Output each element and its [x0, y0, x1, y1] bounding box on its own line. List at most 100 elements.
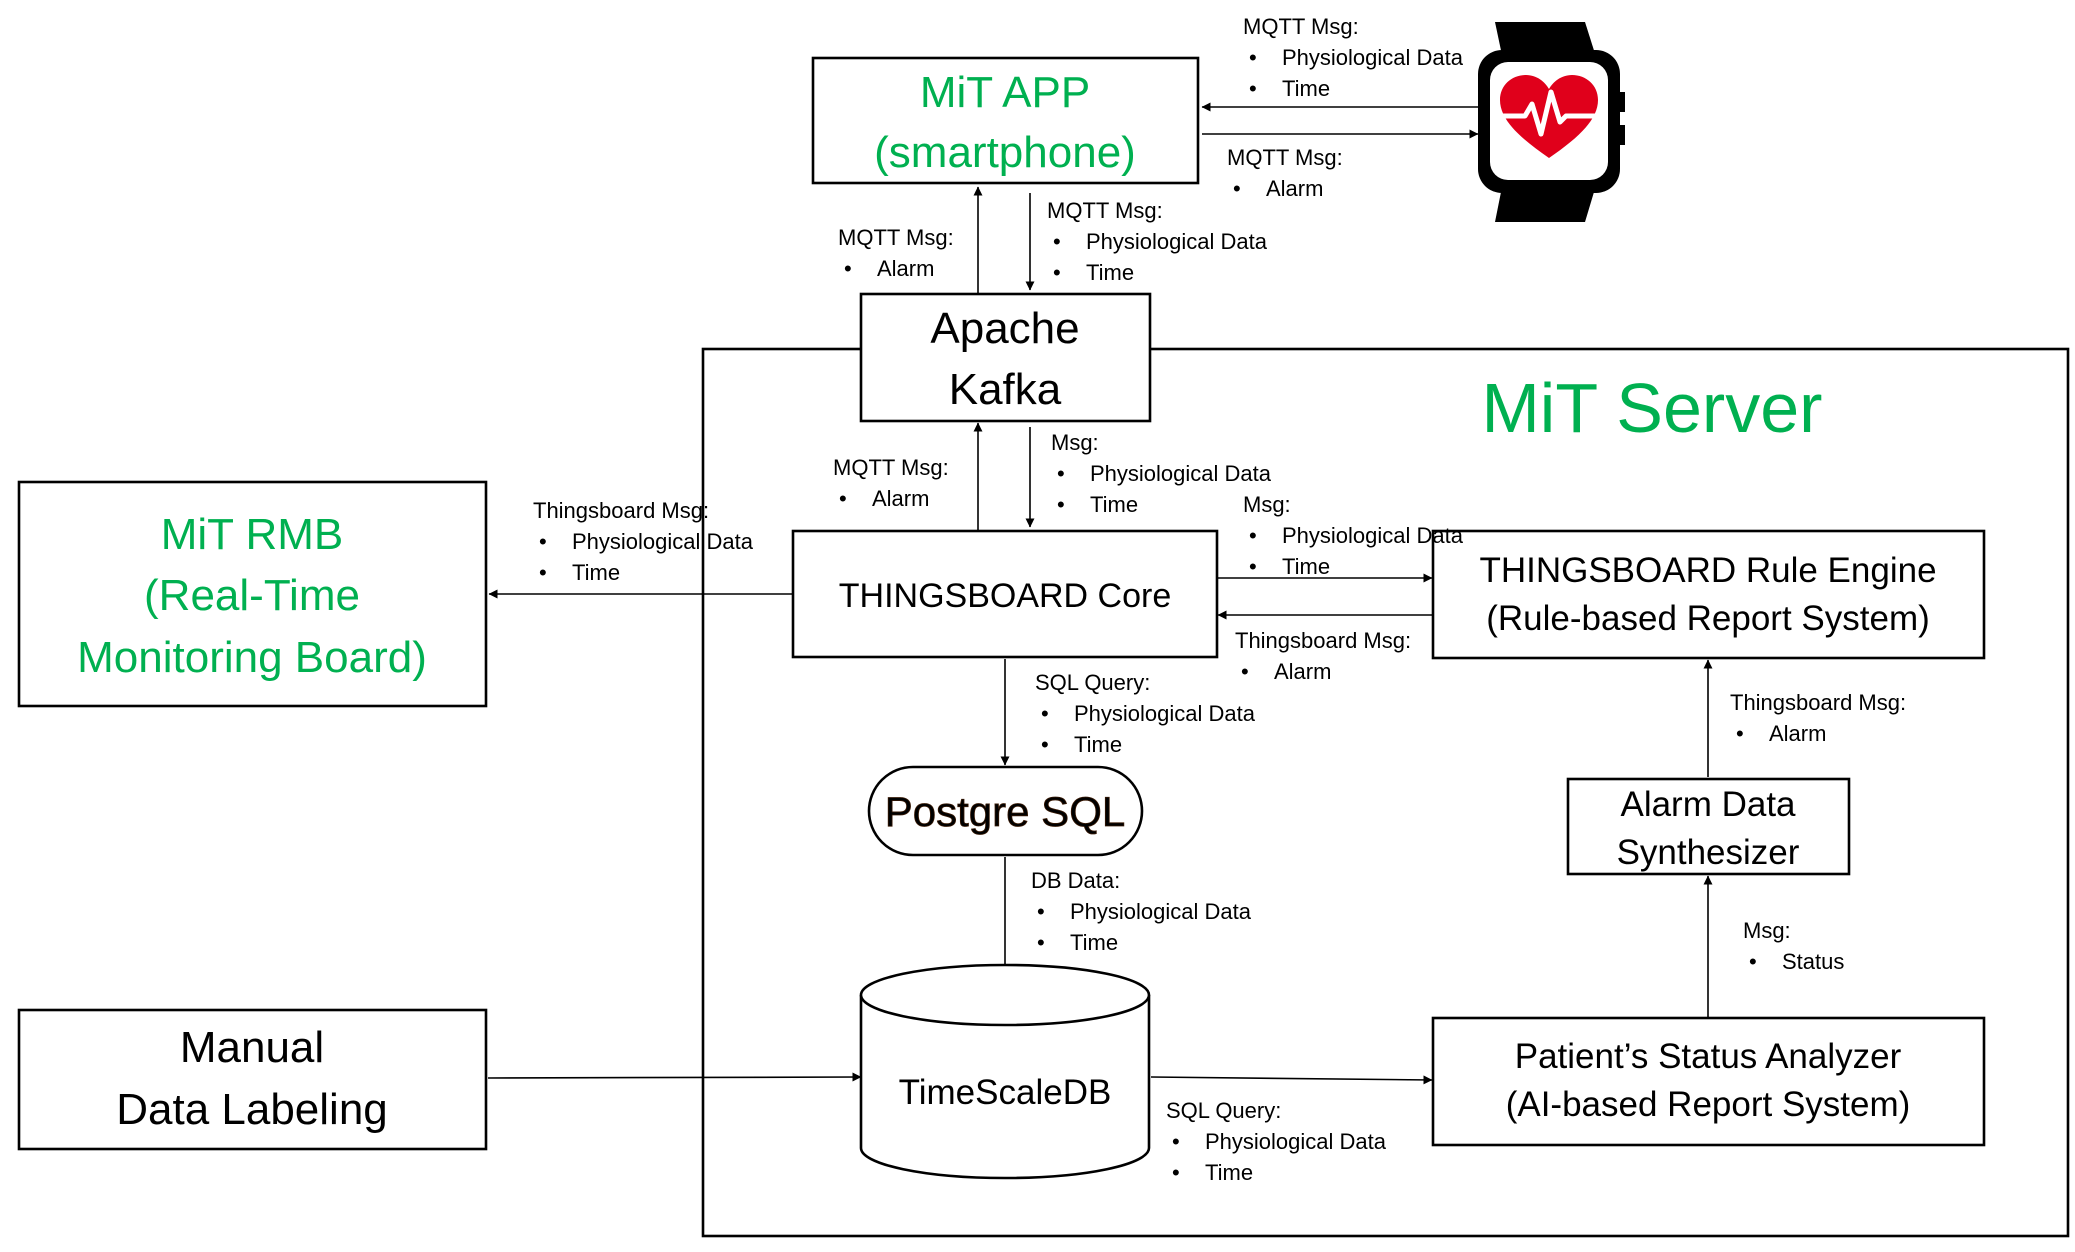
bullet-glyph: •: [1249, 45, 1257, 70]
label-item: Alarm: [872, 486, 929, 511]
label-title: MQTT Msg:: [833, 455, 949, 480]
arrow-manual-to-timescale: [487, 1072, 862, 1082]
arrow-timescale-to-analyzer: [1150, 1075, 1433, 1085]
bullet-glyph: •: [1041, 701, 1049, 726]
label-app-to-watch: MQTT Msg: • Alarm: [1227, 145, 1343, 201]
label-item: Time: [1090, 492, 1138, 517]
label-item: Time: [1086, 260, 1134, 285]
label-item: Time: [1205, 1160, 1253, 1185]
node-manual-data-labeling: Manual Data Labeling: [17, 1008, 488, 1151]
bullet-glyph: •: [1249, 76, 1257, 101]
bullet-glyph: •: [1241, 659, 1249, 684]
bullet-glyph: •: [844, 256, 852, 281]
kafka-label-line2: Kafka: [949, 365, 1062, 414]
label-title: SQL Query:: [1035, 670, 1150, 695]
label-title: Msg:: [1243, 492, 1291, 517]
label-item: Alarm: [1274, 659, 1331, 684]
tb-rule-label-line1: THINGSBOARD Rule Engine: [1479, 551, 1936, 590]
label-item: Alarm: [1769, 721, 1826, 746]
heart-icon: [1500, 75, 1598, 158]
bullet-glyph: •: [539, 560, 547, 585]
label-item: Physiological Data: [1282, 45, 1464, 70]
label-title: MQTT Msg:: [1227, 145, 1343, 170]
label-item: Physiological Data: [572, 529, 754, 554]
label-title: Thingsboard Msg:: [1730, 690, 1906, 715]
manual-label-line1: Manual: [180, 1023, 324, 1072]
label-title: MQTT Msg:: [838, 225, 954, 250]
label-item: Status: [1782, 949, 1844, 974]
label-watch-to-app: MQTT Msg:•Physiological Data•Time: [1243, 14, 1464, 101]
node-mit-rmb: MiT RMB (Real-Time Monitoring Board): [17, 480, 488, 708]
bullet-glyph: •: [1172, 1160, 1180, 1185]
label-title: DB Data:: [1031, 868, 1120, 893]
label-item: Time: [572, 560, 620, 585]
label-title: SQL Query:: [1166, 1098, 1281, 1123]
bullet-glyph: •: [1172, 1129, 1180, 1154]
label-item: Time: [1282, 76, 1330, 101]
label-kafka-to-core: Msg: • Physiological Data • Time: [1051, 430, 1272, 517]
tb-core-label: THINGSBOARD Core: [839, 577, 1172, 615]
connectors: [487, 102, 1713, 1085]
label-rule-to-core: Thingsboard Msg: • Alarm: [1235, 628, 1411, 684]
timescale-label: TimeScaleDB: [899, 1073, 1112, 1112]
kafka-label-line1: Apache: [930, 304, 1079, 353]
postgre-label: Postgre SQL: [885, 788, 1125, 835]
bullet-glyph: •: [539, 529, 547, 554]
smartwatch-heart-icon: [1478, 22, 1625, 222]
label-title: Thingsboard Msg:: [533, 498, 709, 523]
label-item: Alarm: [1266, 176, 1323, 201]
bullet-glyph: •: [1749, 949, 1757, 974]
label-core-to-kafka: MQTT Msg: • Alarm: [833, 455, 949, 511]
bullet-glyph: •: [1041, 732, 1049, 757]
label-item: Physiological Data: [1205, 1129, 1387, 1154]
label-synth-to-rule: Thingsboard Msg:•Alarm: [1730, 690, 1906, 746]
label-title: Thingsboard Msg:: [1235, 628, 1411, 653]
label-app-to-kafka: MQTT Msg:•Physiological Data•Time: [1047, 198, 1268, 285]
label-item: Physiological Data: [1074, 701, 1256, 726]
bullet-glyph: •: [1057, 492, 1065, 517]
node-timescaledb: TimeScaleDB: [859, 963, 1151, 1180]
label-analyzer-to-synth: Msg: • Status: [1743, 918, 1844, 974]
bullet-glyph: •: [1053, 260, 1061, 285]
node-mit-app: MiT APP (smartphone): [811, 56, 1200, 185]
label-postgre-to-timescale: DB Data:•Physiological Data•Time: [1031, 868, 1252, 955]
label-title: MQTT Msg:: [1047, 198, 1163, 223]
tb-rule-label-line2: (Rule-based Report System): [1486, 599, 1930, 638]
rmb-subtitle-line2: Monitoring Board): [77, 633, 427, 682]
bullet-glyph: •: [1057, 461, 1065, 486]
label-item: Time: [1074, 732, 1122, 757]
label-item: Time: [1282, 554, 1330, 579]
node-apache-kafka: Apache Kafka: [859, 292, 1152, 423]
label-title: Msg:: [1051, 430, 1099, 455]
label-title: Msg:: [1743, 918, 1791, 943]
analyzer-label-line1: Patient’s Status Analyzer: [1515, 1037, 1902, 1076]
node-thingsboard-rule-engine: THINGSBOARD Rule Engine (Rule-based Repo…: [1431, 529, 1986, 660]
node-alarm-data-synthesizer: Alarm Data Synthesizer: [1566, 777, 1851, 876]
node-patient-status-analyzer: Patient’s Status Analyzer (AI-based Repo…: [1431, 1016, 1986, 1147]
bullet-glyph: •: [1233, 176, 1241, 201]
label-kafka-to-app: MQTT Msg: • Alarm: [838, 225, 954, 281]
node-thingsboard-core: THINGSBOARD Core: [791, 529, 1219, 659]
bullet-glyph: •: [1249, 554, 1257, 579]
bullet-glyph: •: [1053, 229, 1061, 254]
label-item: Physiological Data: [1070, 899, 1252, 924]
label-item: Physiological Data: [1282, 523, 1464, 548]
node-postgre-sql: Postgre SQL: [867, 765, 1144, 857]
bullet-glyph: •: [1037, 930, 1045, 955]
analyzer-label-line2: (AI-based Report System): [1506, 1085, 1911, 1124]
mit-app-subtitle: (smartphone): [874, 128, 1136, 177]
label-core-to-postgre: SQL Query: • Physiological Data • Time: [1035, 670, 1256, 757]
label-item: Physiological Data: [1090, 461, 1272, 486]
bullet-glyph: •: [1249, 523, 1257, 548]
mit-server-title: MiT Server: [1482, 369, 1823, 447]
manual-label-line2: Data Labeling: [116, 1085, 388, 1134]
bullet-glyph: •: [839, 486, 847, 511]
bullet-glyph: •: [1037, 899, 1045, 924]
label-item: Alarm: [877, 256, 934, 281]
label-timescale-to-analyzer: SQL Query: • Physiological Data • Time: [1166, 1098, 1387, 1185]
rmb-title: MiT RMB: [161, 510, 344, 559]
mit-app-title: MiT APP: [920, 68, 1090, 117]
rmb-subtitle-line1: (Real-Time: [144, 571, 360, 620]
